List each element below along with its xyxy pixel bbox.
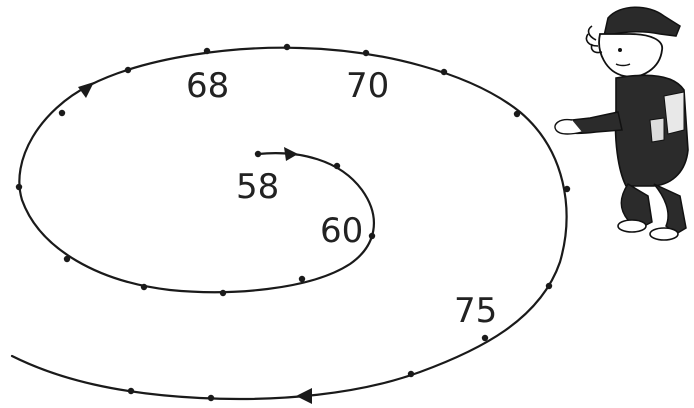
marker — [563, 185, 571, 193]
marker — [368, 232, 376, 240]
label-58: 58 — [236, 167, 279, 207]
marker — [545, 282, 553, 290]
marker — [15, 183, 23, 191]
label-60: 60 — [320, 211, 363, 251]
path-markers — [15, 43, 571, 402]
marker — [298, 275, 306, 283]
arrow-upper-left — [78, 82, 94, 98]
marker — [140, 283, 148, 291]
marker — [407, 370, 415, 378]
arrow-bottom — [296, 388, 312, 404]
marker — [207, 394, 215, 402]
cartoon-boy-icon — [554, 6, 689, 241]
marker — [203, 47, 211, 55]
marker — [362, 49, 370, 57]
marker — [254, 150, 262, 158]
marker — [440, 68, 448, 76]
marker — [124, 66, 132, 74]
marker — [283, 43, 291, 51]
marker — [481, 334, 489, 342]
label-70: 70 — [346, 66, 389, 106]
label-68: 68 — [186, 66, 229, 106]
marker — [513, 110, 521, 118]
arrow-inner — [284, 147, 298, 161]
label-75: 75 — [454, 291, 497, 331]
marker — [63, 255, 71, 263]
marker — [127, 387, 135, 395]
marker — [333, 162, 341, 170]
spiral-path — [10, 46, 568, 401]
marker — [58, 109, 66, 117]
marker — [219, 289, 227, 297]
